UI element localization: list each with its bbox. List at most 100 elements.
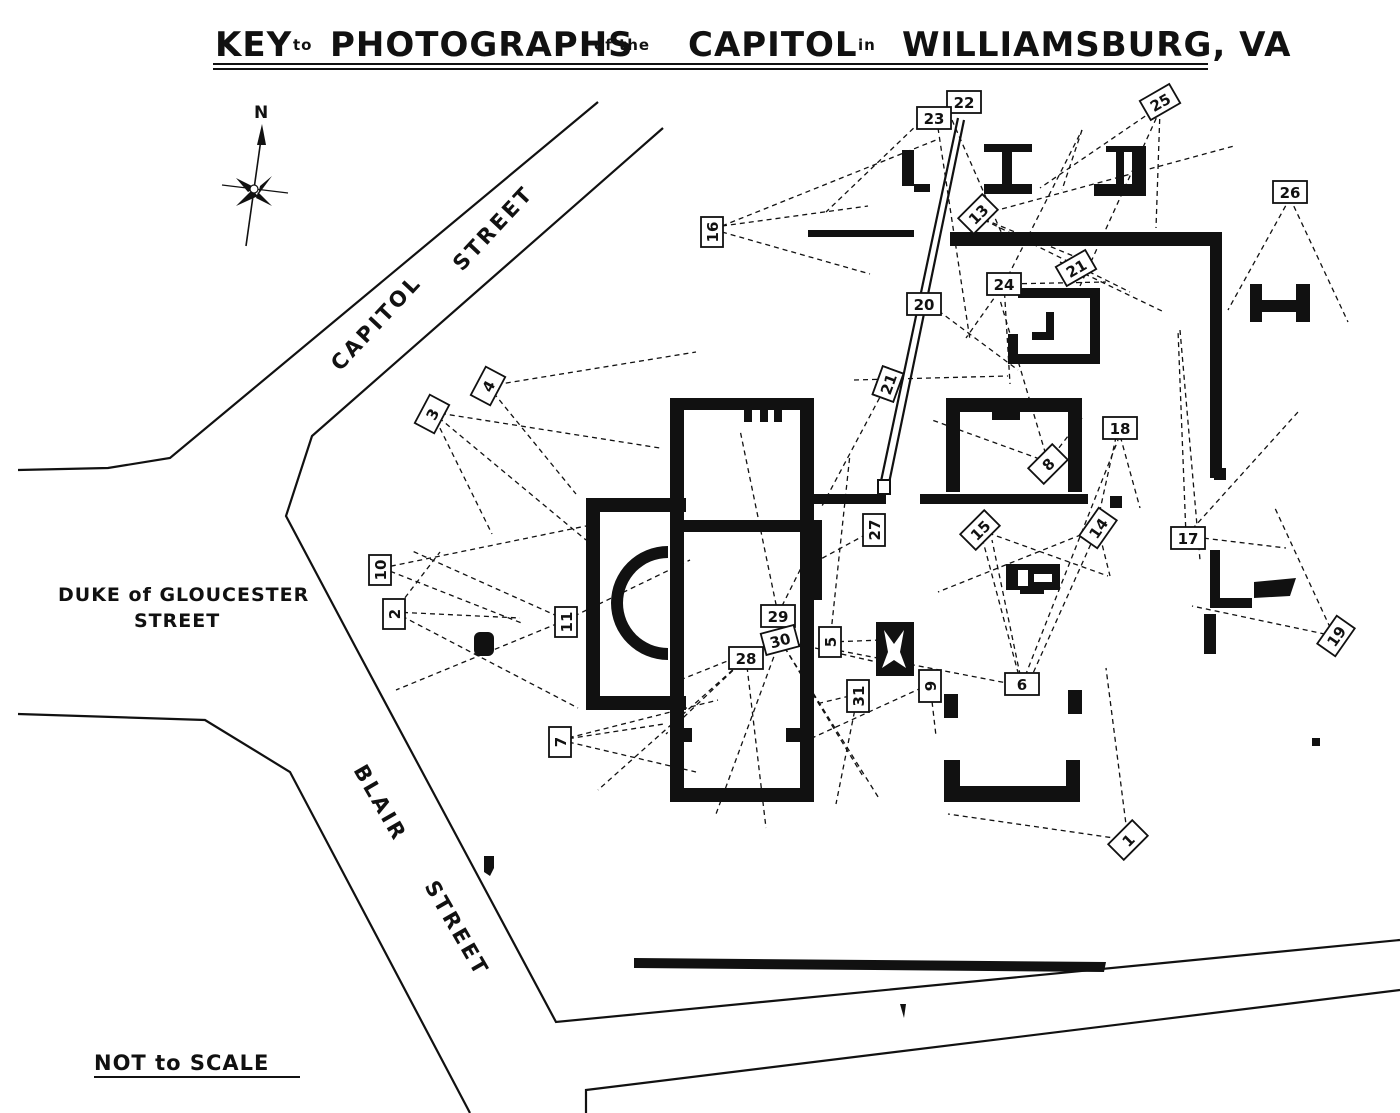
photo-point-box <box>818 626 842 658</box>
photo-point-box <box>728 646 764 670</box>
title-key: KEY <box>215 25 292 65</box>
street-label-capitol-street: STREET <box>448 181 538 275</box>
capitol-apse <box>611 546 668 660</box>
title-capitol: CAPITOL <box>688 25 858 65</box>
compass-rose-icon: N <box>221 103 289 247</box>
photo-point-number: 30 <box>768 630 793 653</box>
photo-point-box <box>1026 442 1070 486</box>
photo-point-marker-31: 31 <box>846 679 870 713</box>
photo-point-marker-25: 25 <box>1138 82 1182 122</box>
photo-point-number: 18 <box>1110 420 1131 438</box>
photo-point-number: 20 <box>914 296 935 314</box>
title-in: in <box>858 36 876 54</box>
photo-point-box <box>916 106 952 130</box>
street-label-blair: BLAIR <box>349 761 412 846</box>
street-label-duke: DUKE of GLOUCESTER <box>58 584 309 606</box>
photo-point-marker-5: 5 <box>818 626 842 658</box>
sight-lines <box>381 105 1349 841</box>
photo-point-box <box>1004 672 1040 696</box>
photo-point-marker-3: 3 <box>413 393 451 435</box>
photo-point-marker-4: 4 <box>469 365 507 407</box>
street-label-duke-street: STREET <box>134 610 220 632</box>
buildings <box>474 117 1320 1018</box>
photo-point-marker-16: 16 <box>700 216 724 248</box>
title-williamsburg: WILLIAMSBURG, VA <box>902 25 1291 65</box>
photo-point-box <box>918 669 942 703</box>
photo-point-number: 17 <box>1178 530 1199 548</box>
photo-point-number: 2 <box>386 609 404 619</box>
photo-point-marker-11: 11 <box>554 606 578 638</box>
photo-point-marker-19: 19 <box>1315 614 1357 658</box>
photo-point-box <box>1170 526 1206 550</box>
photo-point-box <box>760 604 796 628</box>
photo-point-number: 22 <box>954 94 975 112</box>
photo-point-box <box>986 272 1022 296</box>
photo-point-box <box>906 292 942 316</box>
title-photographs: PHOTOGRAPHS <box>330 25 634 65</box>
map-title: KEY to PHOTOGRAPHS of the CAPITOL in WIL… <box>213 25 1291 70</box>
photo-point-box <box>554 606 578 638</box>
photo-point-number: 29 <box>768 608 789 626</box>
photo-point-box <box>469 365 507 407</box>
photo-point-marker-24: 24 <box>986 272 1022 296</box>
photo-point-marker-2: 2 <box>382 598 406 630</box>
capitol-north-wing <box>670 398 814 524</box>
photo-point-box <box>368 554 392 586</box>
photo-point-number: 10 <box>372 560 390 581</box>
not-to-scale-label: NOT to SCALE <box>94 1051 269 1075</box>
photo-point-number: 5 <box>822 637 840 647</box>
photo-point-marker-21: 21 <box>871 364 905 404</box>
photo-point-marker-9: 9 <box>918 669 942 703</box>
street-label-blair-street: STREET <box>420 877 494 981</box>
photo-point-marker-22: 22 <box>946 90 982 114</box>
photo-point-box <box>700 216 724 248</box>
photo-point-box <box>1138 82 1182 122</box>
photo-point-marker-6: 6 <box>1004 672 1040 696</box>
capitol-west-annex <box>586 498 686 710</box>
photo-point-marker-10: 10 <box>368 554 392 586</box>
photo-point-box <box>862 513 886 547</box>
photo-point-box <box>956 192 1000 236</box>
photo-point-box <box>413 393 451 435</box>
title-of-the: of the <box>594 36 650 54</box>
photo-point-marker-1: 1 <box>1106 818 1150 862</box>
photo-point-marker-29: 29 <box>760 604 796 628</box>
photo-point-box <box>1315 614 1357 658</box>
photo-point-number: 9 <box>922 681 940 691</box>
photo-point-marker-7: 7 <box>548 726 572 758</box>
photo-point-marker-17: 17 <box>1170 526 1206 550</box>
photo-point-number: 31 <box>850 686 868 707</box>
photo-point-marker-8: 8 <box>1026 442 1070 486</box>
photo-point-marker-30: 30 <box>759 623 801 657</box>
photo-point-marker-13: 13 <box>956 192 1000 236</box>
photo-point-marker-18: 18 <box>1102 416 1138 440</box>
photo-point-box <box>946 90 982 114</box>
photo-point-marker-27: 27 <box>862 513 886 547</box>
photo-point-box <box>1077 506 1119 550</box>
road-edges <box>17 101 1400 1113</box>
photo-point-number: 28 <box>736 650 757 668</box>
photo-point-number: 16 <box>704 222 722 243</box>
photo-point-number: 6 <box>1017 676 1027 694</box>
photo-point-box <box>759 623 801 657</box>
photo-point-box <box>1102 416 1138 440</box>
photo-point-marker-14: 14 <box>1077 506 1119 550</box>
photo-point-marker-26: 26 <box>1272 180 1308 204</box>
scale-note: NOT to SCALE <box>94 1051 300 1078</box>
photo-point-marker-23: 23 <box>916 106 952 130</box>
photo-point-number: 7 <box>552 737 570 747</box>
photo-point-marker-15: 15 <box>958 508 1002 552</box>
photo-point-number: 24 <box>994 276 1015 294</box>
title-to: to <box>293 36 312 54</box>
photo-point-number: 23 <box>924 110 945 128</box>
photo-point-box <box>871 364 905 404</box>
photo-point-number: 27 <box>866 520 884 541</box>
photo-point-marker-28: 28 <box>728 646 764 670</box>
photo-point-number: 26 <box>1280 184 1301 202</box>
photo-point-marker-21: 21 <box>1054 248 1098 288</box>
photo-points: 1234567891011121314151617181920212122232… <box>368 82 1357 862</box>
photo-point-box <box>548 726 572 758</box>
photo-point-box <box>958 508 1002 552</box>
photo-point-box <box>1272 180 1308 204</box>
